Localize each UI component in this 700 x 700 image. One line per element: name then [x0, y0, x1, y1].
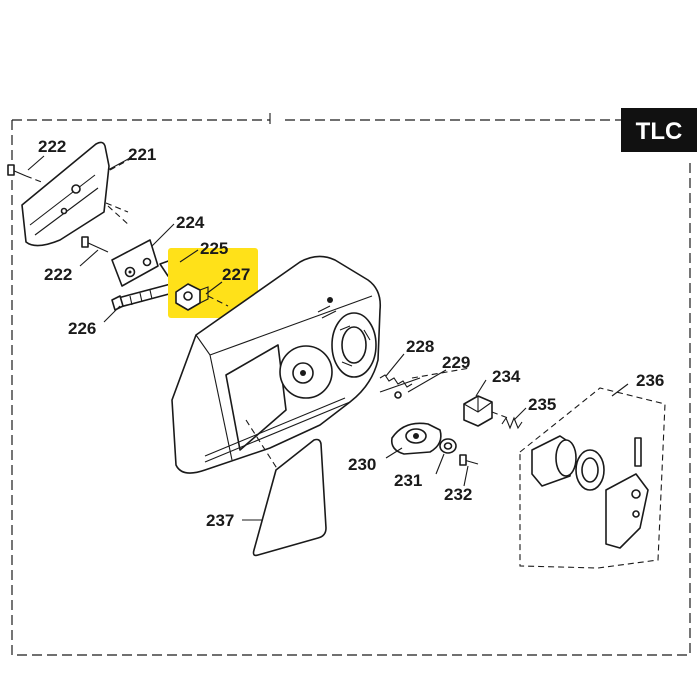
- callout-237: 237: [206, 511, 234, 530]
- callout-224: 224: [176, 213, 205, 232]
- callout-226: 226: [68, 319, 96, 338]
- leader-lines: [27, 155, 629, 521]
- knob-230: [390, 422, 442, 455]
- spring-228: [379, 367, 471, 388]
- nut-234: [463, 395, 509, 427]
- callout-236: 236: [636, 371, 664, 390]
- callout-231: 231: [394, 471, 422, 490]
- plate-224: [111, 239, 159, 287]
- callout-222-bottom: 222: [44, 265, 72, 284]
- callout-221: 221: [128, 145, 156, 164]
- callout-235: 235: [528, 395, 556, 414]
- callout-232: 232: [444, 485, 472, 504]
- callout-230: 230: [348, 455, 376, 474]
- sprocket-cover: [171, 255, 382, 474]
- guide-plate-221: [21, 141, 133, 247]
- rod-229: [379, 377, 421, 399]
- spring-235: [501, 416, 523, 430]
- washer-231: [439, 438, 457, 454]
- callout-222-top: 222: [38, 137, 66, 156]
- callout-228: 228: [406, 337, 434, 356]
- screw-232: [459, 454, 479, 466]
- screw-222-bottom: [81, 236, 109, 253]
- callout-229: 229: [442, 353, 470, 372]
- callout-234: 234: [492, 367, 521, 386]
- screw-222-top: [7, 164, 45, 184]
- callout-227: 227: [222, 265, 250, 284]
- diagram-frame: [11, 119, 691, 656]
- tlc-badge: TLC: [621, 108, 697, 152]
- callout-225: 225: [200, 239, 228, 258]
- nut-227: [175, 283, 229, 311]
- kit-236: [519, 387, 666, 569]
- callout-labels: 221 222 222 224 225 226 227 228 229 234 …: [38, 137, 664, 530]
- window-panel-237: [252, 438, 327, 557]
- tlc-badge-text: TLC: [636, 118, 683, 145]
